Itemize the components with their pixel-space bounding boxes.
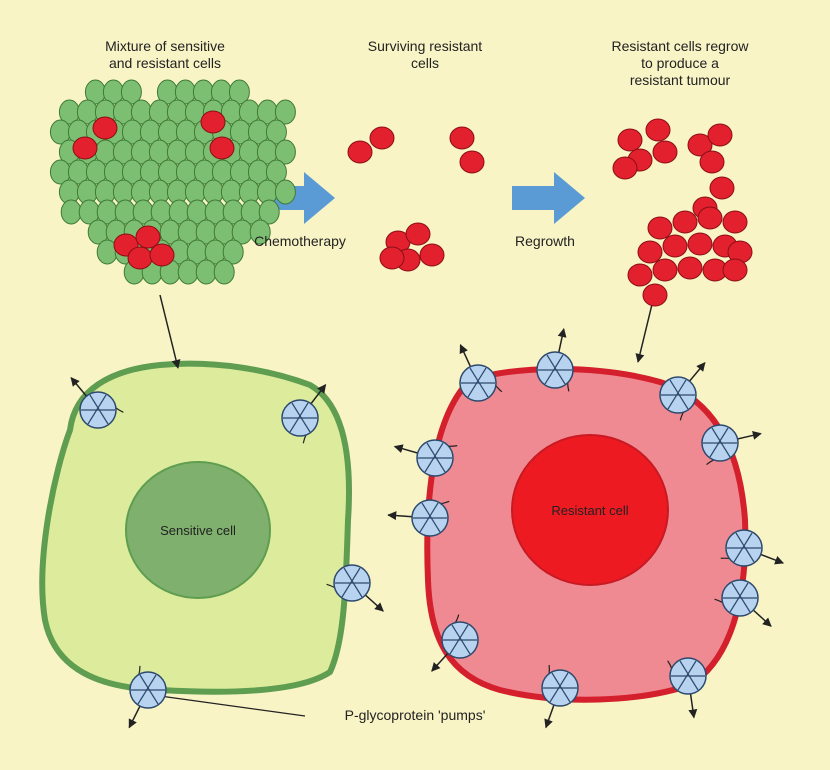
pump-label-leader — [159, 695, 306, 717]
resistant-cell-dot — [200, 110, 226, 134]
resistant-cell-dot — [662, 234, 688, 258]
resistant-cell-dot — [687, 133, 713, 157]
regrowth-arrow — [512, 172, 585, 224]
resistant-cell-dot — [72, 136, 98, 160]
resistant-cell-dot — [347, 140, 373, 164]
chemotherapy-label: Chemotherapy — [254, 233, 346, 249]
sensitive-cell-dot — [265, 159, 287, 185]
resistant-tumour — [612, 118, 753, 307]
resistant-cell-dot — [652, 140, 678, 164]
p-glycoprotein-pump — [326, 564, 384, 612]
mixture-cluster — [49, 79, 296, 285]
sensitive-cell-dot — [213, 259, 235, 285]
resistant-cell-dot — [709, 176, 735, 200]
regrow-label: Resistant cells regrow to produce a resi… — [611, 38, 749, 88]
resistant-cell-dot — [449, 126, 475, 150]
p-glycoprotein-pump — [459, 344, 503, 402]
resistant-cell-dot — [379, 246, 405, 270]
sensitive-cell-dot — [265, 119, 287, 145]
p-glycoprotein-pump — [387, 499, 450, 537]
resistant-cell-dot — [612, 156, 638, 180]
resistant-cell-dot — [92, 116, 118, 140]
sensitive-cell-dot — [274, 99, 296, 125]
p-glycoprotein-pump — [667, 657, 707, 719]
p-glycoprotein-pump — [720, 529, 785, 567]
sensitive-cell-dot — [274, 179, 296, 205]
resistant-cell-dot — [647, 216, 673, 240]
p-glycoprotein-pump — [701, 424, 762, 466]
resistant-cell — [424, 366, 749, 703]
chemotherapy-arrow — [262, 172, 335, 224]
sensitive-cell-label: Sensitive cell — [160, 523, 236, 538]
resistant-cell-dot — [687, 232, 713, 256]
resistant-cell-dot — [135, 225, 161, 249]
sensitive-cell-nucleus — [125, 461, 271, 599]
p-glycoprotein-pump — [536, 328, 574, 392]
resistant-cell-dot — [652, 258, 678, 282]
resistant-cell-dot — [405, 222, 431, 246]
mixture-pointer-arrow — [159, 294, 181, 369]
resistant-cell-dot — [645, 118, 671, 142]
resistant-cell-dot — [637, 240, 663, 264]
resistant-cell-label: Resistant cell — [551, 503, 629, 518]
resistant-cell-dot — [149, 243, 175, 267]
resistant-cell-dot — [722, 210, 748, 234]
regrowth-label: Regrowth — [515, 233, 575, 249]
sensitive-cell-dot — [177, 259, 199, 285]
resistant-cell-dot — [617, 128, 643, 152]
sensitive-cell — [39, 360, 353, 695]
pump-label: P-glycoprotein 'pumps' — [344, 707, 486, 723]
resistant-cell-dot — [672, 210, 698, 234]
resistant-cell-dot — [459, 150, 485, 174]
p-glycoprotein-pump — [659, 362, 706, 421]
p-glycoprotein-pump — [431, 614, 479, 672]
resistant-cell-dot — [722, 258, 748, 282]
p-glycoprotein-pump — [541, 664, 579, 729]
mixture-label: Mixture of sensitive and resistant cells — [105, 38, 225, 71]
resistant-cell-nucleus — [511, 434, 669, 586]
sensitive-cell-dot — [60, 199, 82, 225]
resistant-cell-dot — [209, 136, 235, 160]
resistant-cell-dot — [707, 123, 733, 147]
resistant-cell-dot — [699, 150, 725, 174]
sensitive-cell-dot — [195, 259, 217, 285]
p-glycoprotein-pump — [128, 665, 167, 729]
resistant-cell-dot — [642, 283, 668, 307]
sensitive-cell-dot — [258, 199, 280, 225]
p-glycoprotein-pump — [714, 579, 772, 627]
sensitive-cell-dot — [274, 139, 296, 165]
resistant-cell-dot — [697, 206, 723, 230]
sensitive-cell-dot — [222, 239, 244, 265]
surviving-label: Surviving resistant cells — [367, 38, 483, 71]
resistant-cell-dot — [677, 256, 703, 280]
p-glycoprotein-pump — [393, 439, 458, 477]
p-glycoprotein-pump — [70, 377, 124, 429]
resistant-cell-dot — [627, 263, 653, 287]
sensitive-cell-dot — [249, 219, 271, 245]
surviving-cells — [347, 126, 485, 272]
resistant-cell-dot — [419, 243, 445, 267]
resistant-cell-dot — [127, 246, 153, 270]
resistant-cell-dot — [369, 126, 395, 150]
p-glycoprotein-pump — [281, 383, 327, 444]
